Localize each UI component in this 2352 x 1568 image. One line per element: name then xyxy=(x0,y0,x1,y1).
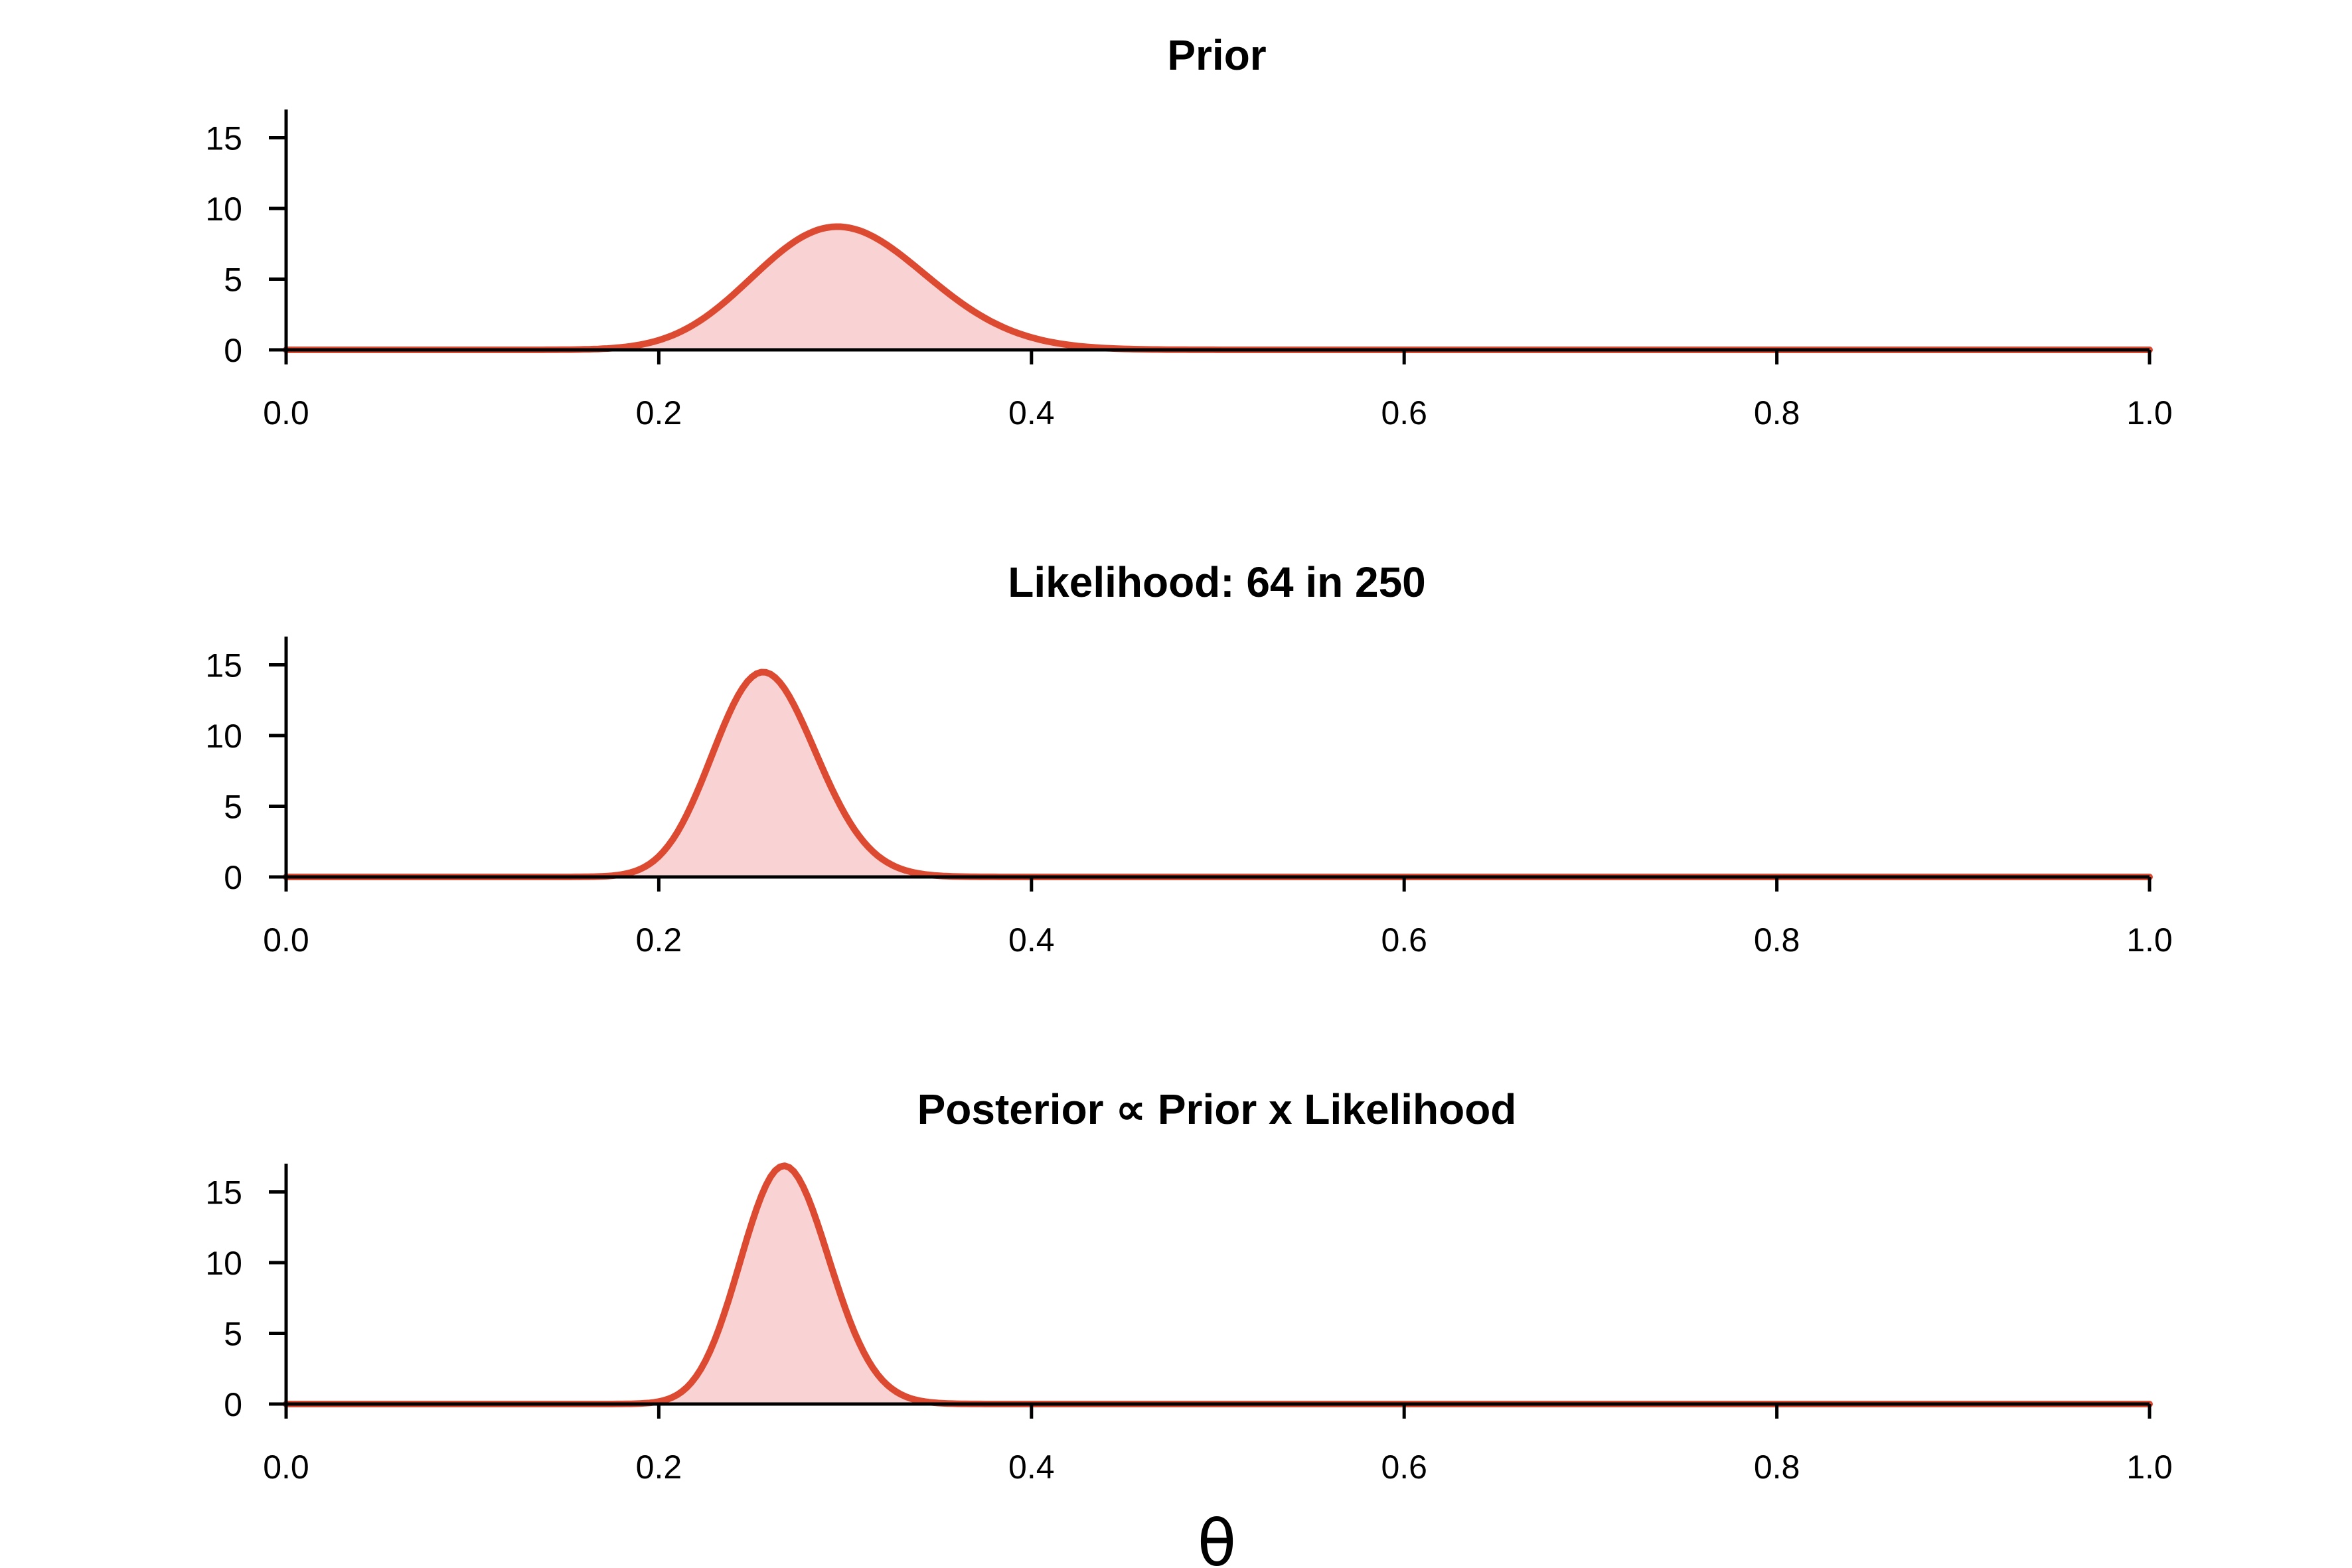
density-area xyxy=(286,226,2150,350)
panel-3: Posterior ∝ Prior x Likelihood 0.0 0.2 0.4 0… xyxy=(205,1085,2172,1486)
x-axis-label: θ xyxy=(1198,1506,1237,1568)
y-tick-label: 0 xyxy=(224,1386,242,1423)
y-tick-label: 5 xyxy=(224,789,242,826)
y-tick-label: 10 xyxy=(205,1245,242,1282)
x-tick-label: 0.4 xyxy=(1008,1449,1055,1486)
x-tick-label: 0.6 xyxy=(1381,1449,1427,1486)
x-tick-label: 0.2 xyxy=(636,394,682,431)
x-tick-label: 0.0 xyxy=(263,394,309,431)
y-tick-label: 10 xyxy=(205,718,242,755)
panel-title: Posterior ∝ Prior x Likelihood xyxy=(917,1085,1517,1133)
density-area xyxy=(286,672,2150,877)
y-tick-label: 15 xyxy=(205,647,242,684)
y-tick-label: 15 xyxy=(205,120,242,157)
x-tick-label: 0.6 xyxy=(1381,394,1427,431)
panel-2: Likelihood: 64 in 250 0.0 0.2 0.4 0.6 0.8 1.0 0… xyxy=(205,558,2172,959)
x-tick-label: 0.8 xyxy=(1754,1449,1800,1486)
x-tick-label: 0.4 xyxy=(1008,921,1055,959)
y-tick-label: 0 xyxy=(224,332,242,369)
density-area xyxy=(286,1166,2150,1404)
x-tick-label: 0.6 xyxy=(1381,921,1427,959)
x-tick-label: 0.8 xyxy=(1754,921,1800,959)
x-tick-label: 1.0 xyxy=(2126,394,2173,431)
x-tick-label: 0.0 xyxy=(263,921,309,959)
x-tick-label: 0.2 xyxy=(636,1449,682,1486)
y-tick-label: 0 xyxy=(224,859,242,896)
density-line xyxy=(283,668,2153,880)
x-tick-label: 0.4 xyxy=(1008,394,1055,431)
density-line xyxy=(283,223,2153,353)
x-tick-label: 0.0 xyxy=(263,1449,309,1486)
y-tick-label: 5 xyxy=(224,262,242,299)
x-tick-label: 0.2 xyxy=(636,921,682,959)
density-line xyxy=(283,1162,2153,1407)
y-tick-label: 15 xyxy=(205,1174,242,1212)
panel-title: Likelihood: 64 in 250 xyxy=(1008,558,1426,606)
x-tick-label: 1.0 xyxy=(2126,921,2173,959)
y-tick-label: 10 xyxy=(205,191,242,228)
x-tick-label: 0.8 xyxy=(1754,394,1800,431)
panel-1: Prior 0.0 0.2 0.4 0.6 0.8 1.0 0 5 10 15 xyxy=(205,31,2172,431)
x-tick-label: 1.0 xyxy=(2126,1449,2173,1486)
panel-title: Prior xyxy=(1167,31,1266,79)
y-tick-label: 5 xyxy=(224,1316,242,1353)
